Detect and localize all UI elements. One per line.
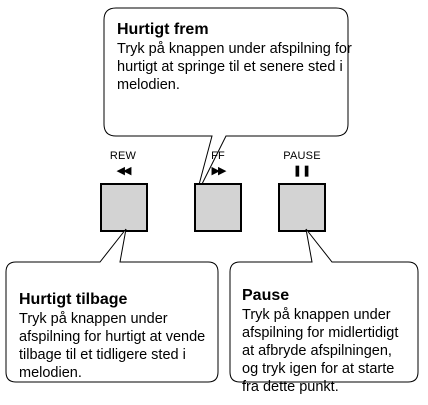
ff-label: FF <box>211 150 225 162</box>
pause-label: PAUSE <box>283 150 321 162</box>
rew-callout-title: Hurtigt tilbage <box>19 291 128 308</box>
fast-forward-icon: ▶▶ <box>211 165 227 177</box>
rewind-icon: ◀◀ <box>116 165 132 177</box>
pause-icon: ❚❚ <box>292 165 312 177</box>
ff-callout-body: Tryk på knappen under afspilning for hur… <box>117 41 352 93</box>
ff-callout: Hurtigt frem Tryk på knappen under afspi… <box>117 20 357 94</box>
rew-callout: Hurtigt tilbage Tryk på knappen under af… <box>19 290 219 382</box>
pause-callout-bubble <box>229 228 419 383</box>
ff-callout-bubble <box>103 7 349 197</box>
rew-callout-bubble <box>5 228 219 383</box>
rew-callout-body: Tryk på knappen under afspilning for hur… <box>19 311 206 381</box>
pause-callout-title: Pause <box>242 287 290 304</box>
rew-label: REW <box>109 150 137 162</box>
pause-callout: Pause Tryk på knappen under afspilning f… <box>242 286 412 396</box>
pause-callout-body: Tryk på knappen under afspilning for mid… <box>242 307 399 395</box>
ff-callout-title: Hurtigt frem <box>117 21 209 38</box>
rew-button[interactable] <box>100 183 148 232</box>
pause-button[interactable] <box>278 183 326 232</box>
ff-button[interactable] <box>194 183 242 232</box>
